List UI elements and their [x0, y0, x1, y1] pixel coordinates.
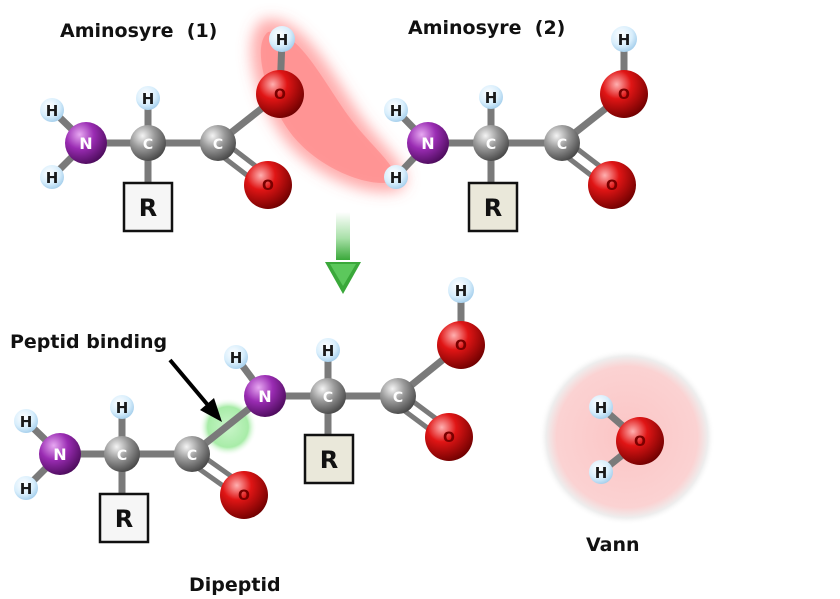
aa1-alpha-carbon: C [130, 125, 166, 161]
svg-text:H: H [618, 31, 631, 49]
aa2-alpha-carbon: C [473, 125, 509, 161]
water-hydrogen-bottom: H [589, 460, 613, 484]
dp-r-group-1: R [98, 492, 150, 544]
water-molecule: H H O [539, 349, 715, 525]
svg-text:O: O [606, 178, 618, 194]
dp-carbonyl-oxygen-2: O [425, 413, 473, 461]
svg-text:H: H [595, 464, 608, 482]
aa1-hydrogen-n-top: H [40, 98, 64, 122]
aa2-nitrogen-atom: N [407, 122, 449, 164]
label-amino-acid-2: Aminosyre (2) [408, 17, 565, 39]
dp-carbonyl-oxygen-1: O [220, 471, 268, 519]
svg-text:R: R [484, 194, 502, 222]
svg-text:C: C [143, 137, 153, 153]
svg-text:H: H [20, 413, 33, 431]
dp-alpha-carbon-1: C [104, 436, 140, 472]
condensation-highlight-core [260, 31, 395, 183]
svg-text:C: C [323, 390, 333, 406]
svg-text:H: H [322, 342, 335, 360]
svg-text:C: C [486, 137, 496, 153]
dp-hydroxyl-hydrogen: H [448, 277, 474, 303]
aa1-carbonyl-oxygen: O [244, 161, 292, 209]
aa1-hydroxyl-oxygen: O [256, 70, 304, 118]
svg-text:H: H [485, 89, 498, 107]
svg-text:R: R [139, 194, 157, 222]
dp-hydrogen-alpha-1: H [110, 395, 134, 419]
svg-text:N: N [79, 134, 92, 153]
aa2-hydroxyl-hydrogen: H [611, 26, 637, 52]
aa2-carboxyl-carbon: C [544, 125, 580, 161]
svg-text:H: H [116, 399, 129, 417]
aa2-hydrogen-n-top: H [384, 98, 408, 122]
dipeptide-molecule: H H N H C C O H N H C C O H O R R [14, 277, 485, 544]
svg-text:R: R [115, 505, 133, 533]
svg-text:C: C [213, 137, 223, 153]
aa2-r-group: R [467, 181, 519, 233]
svg-text:H: H [20, 480, 33, 498]
svg-text:O: O [262, 178, 274, 194]
reaction-arrow-icon [325, 212, 361, 294]
svg-text:O: O [274, 87, 286, 103]
aa2-carbonyl-oxygen: O [588, 161, 636, 209]
svg-text:H: H [230, 349, 243, 367]
aa2-hydrogen-n-bottom: H [384, 165, 408, 189]
dp-hydrogen-n-bottom: H [14, 476, 38, 500]
dp-hydroxyl-oxygen: O [437, 321, 485, 369]
dp-carboxyl-carbon-2: C [380, 378, 416, 414]
svg-text:R: R [320, 446, 338, 474]
label-water: Vann [586, 534, 640, 556]
svg-text:O: O [238, 488, 250, 504]
amino-acid-1: H H N H C C O H O R [40, 26, 304, 233]
dp-carbonyl-carbon-1: C [174, 436, 210, 472]
svg-text:H: H [142, 90, 155, 108]
svg-text:H: H [595, 399, 608, 417]
dp-hydrogen-alpha-2: H [316, 338, 340, 362]
svg-text:O: O [455, 338, 467, 354]
water-hydrogen-top: H [589, 395, 613, 419]
aa1-hydroxyl-hydrogen: H [269, 26, 295, 52]
svg-text:H: H [46, 102, 59, 120]
aa1-hydrogen-alpha: H [136, 86, 160, 110]
svg-text:O: O [443, 430, 455, 446]
aa1-r-group: R [122, 181, 174, 233]
dp-nitrogen-atom-1: N [39, 433, 81, 475]
svg-text:O: O [634, 434, 646, 450]
svg-text:N: N [53, 445, 66, 464]
aa2-hydroxyl-oxygen: O [600, 70, 648, 118]
label-peptide-bond: Peptid binding [10, 331, 167, 353]
dp-alpha-carbon-2: C [310, 378, 346, 414]
svg-text:H: H [46, 169, 59, 187]
amino-acid-2: H H N H C C O H O R [384, 26, 648, 233]
svg-text:H: H [455, 282, 468, 300]
svg-text:N: N [421, 134, 434, 153]
svg-text:C: C [187, 448, 197, 464]
dp-r-group-2: R [303, 433, 355, 485]
dp-nitrogen-atom-2: N [244, 375, 286, 417]
label-dipeptide: Dipeptid [189, 574, 281, 596]
svg-text:H: H [390, 169, 403, 187]
svg-text:C: C [557, 137, 567, 153]
svg-text:C: C [393, 390, 403, 406]
aa1-carboxyl-carbon: C [200, 125, 236, 161]
svg-text:N: N [258, 387, 271, 406]
peptide-bond-pointer-icon [168, 358, 222, 422]
svg-text:H: H [276, 31, 289, 49]
aa1-nitrogen-atom: N [65, 122, 107, 164]
svg-text:O: O [618, 87, 630, 103]
svg-text:H: H [390, 102, 403, 120]
dp-hydrogen-n-top: H [14, 409, 38, 433]
dp-hydrogen-amide: H [224, 345, 248, 369]
aa2-hydrogen-alpha: H [479, 85, 503, 109]
aa1-hydrogen-n-bottom: H [40, 165, 64, 189]
svg-text:C: C [117, 448, 127, 464]
water-oxygen: O [616, 417, 664, 465]
label-amino-acid-1: Aminosyre (1) [60, 20, 217, 42]
